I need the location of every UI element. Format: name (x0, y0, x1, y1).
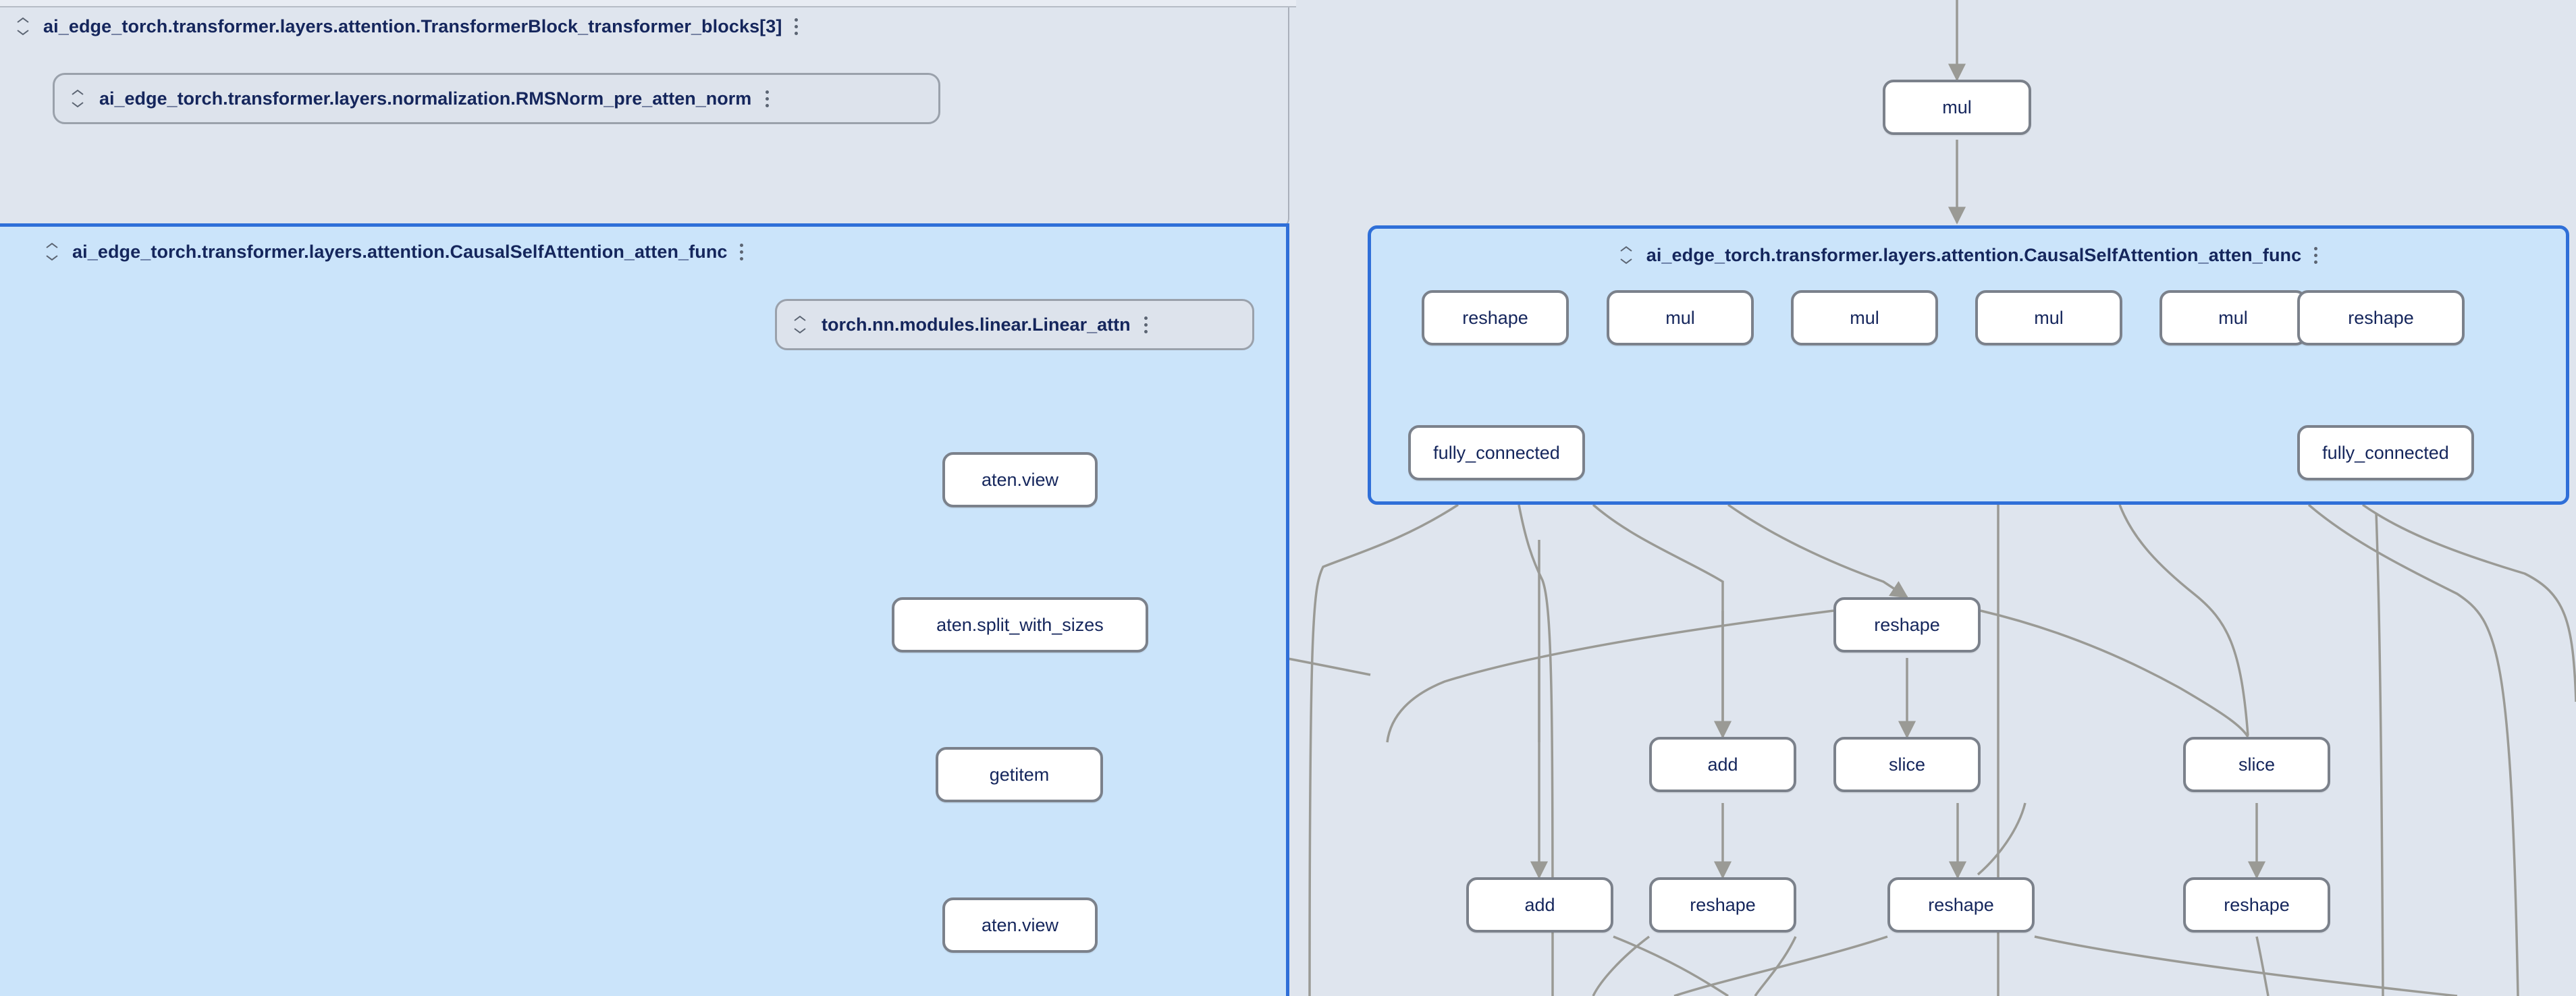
kebab-menu-icon[interactable] (739, 240, 745, 263)
op-node[interactable]: reshape (2297, 290, 2465, 345)
op-node[interactable]: mul (2159, 290, 2307, 345)
expand-collapse-icon[interactable] (70, 87, 87, 110)
expand-collapse-icon[interactable] (44, 240, 61, 263)
op-node[interactable]: reshape (1887, 877, 2035, 933)
kebab-menu-icon[interactable] (1143, 313, 1150, 336)
group-causal-self-attention-right-title: ai_edge_torch.transformer.layers.attenti… (1646, 244, 2302, 265)
layer-chip-rmsnorm[interactable]: ai_edge_torch.transformer.layers.normali… (53, 73, 940, 124)
expand-collapse-icon[interactable] (15, 15, 32, 38)
op-node[interactable]: add (1649, 737, 1796, 792)
op-node[interactable]: aten.view (942, 897, 1098, 953)
op-node[interactable]: reshape (1422, 290, 1569, 345)
group-transformer-block-title: ai_edge_torch.transformer.layers.attenti… (43, 16, 782, 36)
op-node[interactable]: fully_connected (1408, 425, 1585, 480)
layer-chip-linear-attn-title: torch.nn.modules.linear.Linear_attn (822, 314, 1131, 335)
op-node[interactable]: slice (2183, 737, 2330, 792)
op-node[interactable]: aten.view (942, 452, 1098, 507)
op-node[interactable]: getitem (936, 747, 1103, 802)
group-causal-self-attention-left-header: ai_edge_torch.transformer.layers.attenti… (0, 227, 1286, 277)
kebab-menu-icon[interactable] (763, 87, 770, 110)
op-node[interactable]: slice (1833, 737, 1981, 792)
op-node[interactable]: mul (1975, 290, 2122, 345)
top-divider (0, 0, 1296, 7)
op-node[interactable]: mul (1883, 80, 2031, 135)
expand-collapse-icon[interactable] (792, 313, 809, 336)
group-transformer-block-header: ai_edge_torch.transformer.layers.attenti… (0, 5, 1288, 47)
layer-chip-rmsnorm-title: ai_edge_torch.transformer.layers.normali… (99, 88, 752, 109)
op-node[interactable]: reshape (2183, 877, 2330, 933)
kebab-menu-icon[interactable] (2312, 244, 2319, 267)
group-causal-self-attention-right-header: ai_edge_torch.transformer.layers.attenti… (1371, 229, 2566, 281)
op-node[interactable]: add (1466, 877, 1613, 933)
expand-collapse-icon[interactable] (1618, 244, 1636, 267)
op-node[interactable]: mul (1791, 290, 1938, 345)
layer-chip-linear-attn[interactable]: torch.nn.modules.linear.Linear_attn (775, 299, 1254, 350)
group-causal-self-attention-left-title: ai_edge_torch.transformer.layers.attenti… (72, 241, 728, 262)
kebab-menu-icon[interactable] (793, 15, 799, 38)
op-node[interactable]: mul (1607, 290, 1754, 345)
op-node[interactable]: fully_connected (2297, 425, 2474, 480)
op-node[interactable]: aten.split_with_sizes (892, 597, 1148, 653)
op-node[interactable]: reshape (1649, 877, 1796, 933)
op-node[interactable]: reshape (1833, 597, 1981, 653)
